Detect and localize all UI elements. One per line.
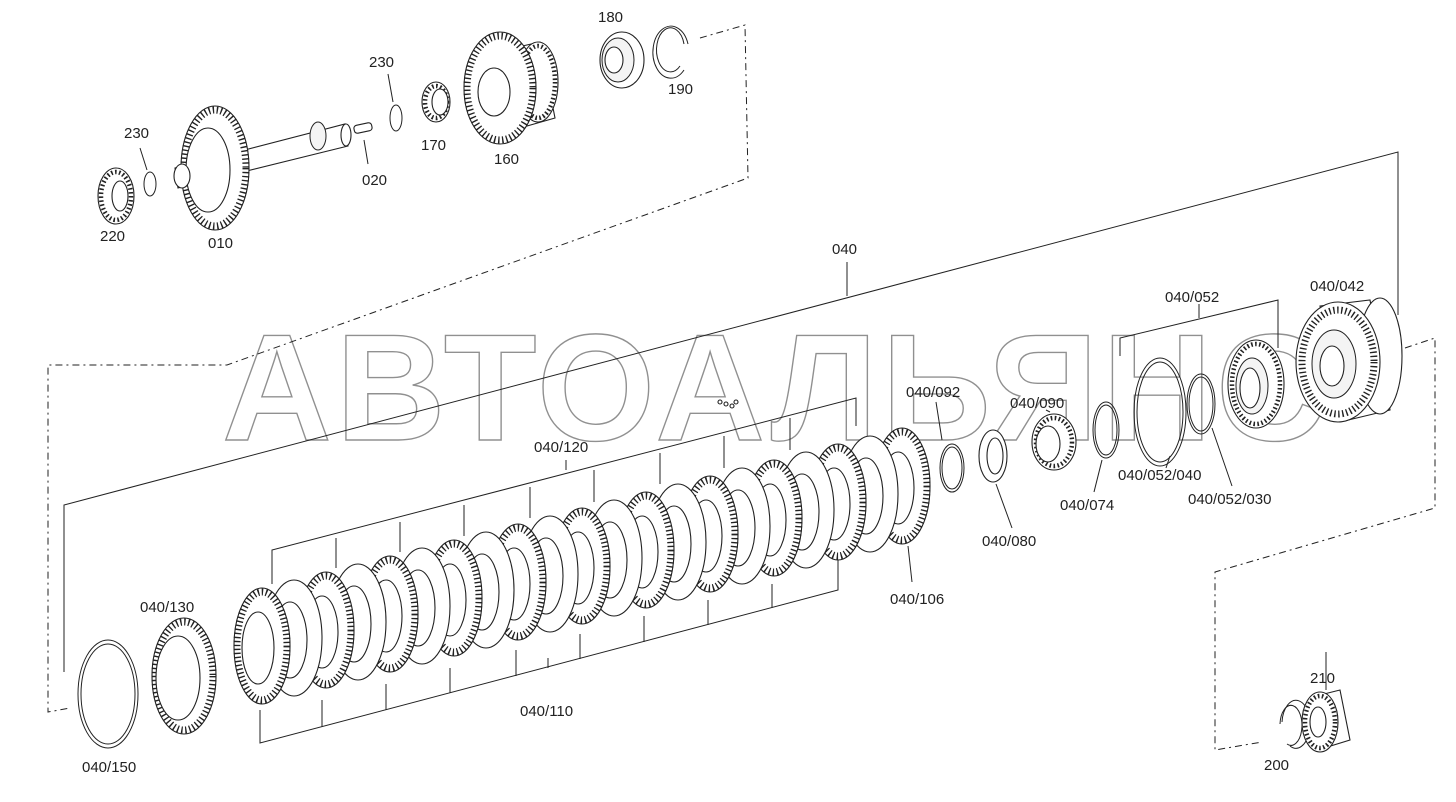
label-220: 220: [100, 228, 125, 245]
end-plate-040-130: [151, 617, 217, 735]
disc-040-080: [978, 429, 1013, 529]
clutch-drum-040-042: [1295, 297, 1403, 423]
snap-ring-230-right: [387, 73, 403, 132]
assembly-boundary-lines: [47, 24, 1436, 751]
part-labels: 180 190 230 170 160 020 230 220 010 040 …: [82, 9, 1364, 776]
label-040: 040: [832, 241, 857, 258]
label-040-110: 040/110: [520, 703, 573, 720]
label-170: 170: [421, 137, 446, 154]
leader-lines: [907, 304, 1327, 690]
pin-020: [353, 122, 373, 165]
label-010: 010: [208, 235, 233, 252]
label-040-042: 040/042: [1310, 278, 1364, 295]
gear-160: [463, 31, 559, 145]
label-200: 200: [1264, 757, 1289, 774]
gear-shaft-010: [173, 105, 352, 231]
label-040-090: 040/090: [1010, 395, 1064, 412]
spring-pack-040-090: [1031, 409, 1077, 471]
bracket-040-110: [259, 560, 839, 744]
watermark: АВТОАЛЬЯНС: [222, 303, 1330, 473]
bearing-180: [599, 31, 645, 89]
needle-bearing-170: [421, 81, 451, 123]
ring-040-092: [935, 401, 965, 493]
label-040-106: 040/106: [890, 591, 944, 608]
label-190: 190: [668, 81, 693, 98]
label-210: 210: [1310, 670, 1335, 687]
label-040-052: 040/052: [1165, 289, 1219, 306]
friction-disc-k: [233, 587, 291, 705]
bearing-220: [97, 167, 135, 225]
label-180: 180: [598, 9, 623, 26]
clutch-disc-pack: [233, 427, 931, 705]
label-040-052-030: 040/052/030: [1188, 491, 1271, 508]
label-040-074: 040/074: [1060, 497, 1114, 514]
piston-040-052: [1227, 339, 1285, 429]
small-pins: [717, 399, 739, 409]
snap-ring-040-150: [77, 639, 139, 749]
label-040-080: 040/080: [982, 533, 1036, 550]
label-230-right: 230: [369, 54, 394, 71]
group-040-bracket: [63, 151, 1399, 672]
label-040-052-040: 040/052/040: [1118, 467, 1201, 484]
snap-ring-190: [652, 25, 689, 79]
label-020: 020: [362, 172, 387, 189]
label-040-130: 040/130: [140, 599, 194, 616]
label-040-150: 040/150: [82, 759, 136, 776]
label-040-092: 040/092: [906, 384, 960, 401]
ring-040-074: [1092, 401, 1120, 493]
seal-ring-040-052-030: [1186, 373, 1233, 487]
snap-ring-230-left: [139, 147, 157, 197]
label-160: 160: [494, 151, 519, 168]
label-230-left: 230: [124, 125, 149, 142]
seal-ring-040-052-040: [1133, 357, 1187, 469]
bracket-040-052: [1119, 299, 1279, 356]
bearing-210: [1301, 689, 1351, 753]
bracket-040-120: [271, 397, 857, 584]
label-040-120: 040/120: [534, 439, 588, 456]
